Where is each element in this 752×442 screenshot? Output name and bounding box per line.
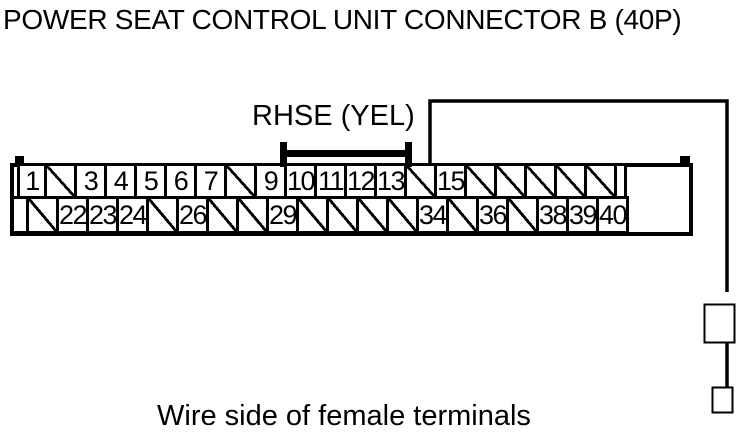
pin-cell-unused <box>494 166 524 196</box>
pin-cell-38: 38 <box>536 199 566 231</box>
pin-cell-23: 23 <box>86 199 116 231</box>
pin-cell-unused <box>554 166 584 196</box>
inline-connector-symbol-small <box>711 386 734 414</box>
pin-cell-34: 34 <box>416 199 446 231</box>
pin-cell-26: 26 <box>176 199 206 231</box>
pin-cell-6: 6 <box>164 166 194 196</box>
clip-bar-icon <box>282 150 412 157</box>
pin-cell-9: 9 <box>254 166 284 196</box>
pin-cell-unused <box>44 166 74 196</box>
pin-cell-4: 4 <box>104 166 134 196</box>
pin-cell-unused <box>446 199 476 231</box>
pin-cell-unused <box>326 199 356 231</box>
page-title: POWER SEAT CONTROL UNIT CONNECTOR B (40P… <box>3 4 682 35</box>
pin-cell-unused <box>404 166 434 196</box>
pin-cell-unused <box>506 199 536 231</box>
pin-cell-11: 11 <box>314 166 344 196</box>
connector-key-tab-left <box>15 156 24 167</box>
pin-cell-unused <box>236 199 266 231</box>
connector-key-tab-right <box>680 156 690 167</box>
pin-cell-39: 39 <box>566 199 596 231</box>
pin-cell-7: 7 <box>194 166 224 196</box>
connector-key-stub <box>14 199 26 231</box>
pin-cell-29: 29 <box>266 199 296 231</box>
inline-connector-symbol-large <box>703 303 736 344</box>
pin-cell-unused <box>356 199 386 231</box>
pin-cell-36: 36 <box>476 199 506 231</box>
pin-cell-unused <box>296 199 326 231</box>
connector-key-stub <box>614 166 624 196</box>
pin-cell-5: 5 <box>134 166 164 196</box>
pin-cell-unused <box>146 199 176 231</box>
pin-cell-unused <box>224 166 254 196</box>
pin-cell-10: 10 <box>284 166 314 196</box>
pin-cell-12: 12 <box>344 166 374 196</box>
pin-cell-13: 13 <box>374 166 404 196</box>
pin-cell-unused <box>386 199 416 231</box>
pin-cell-unused <box>464 166 494 196</box>
pin-cell-40: 40 <box>596 199 626 231</box>
pin-cell-15: 15 <box>434 166 464 196</box>
pin-cell-unused <box>524 166 554 196</box>
pin-cell-unused <box>206 199 236 231</box>
wire-label-rhse: RHSE (YEL) <box>252 100 415 132</box>
pin-cell-22: 22 <box>56 199 86 231</box>
pin-cell-unused <box>584 166 614 196</box>
pin-cell-3: 3 <box>74 166 104 196</box>
pin-cell-1: 1 <box>25 166 40 196</box>
caption-text: Wire side of female terminals <box>157 400 531 432</box>
pin-cell-24: 24 <box>116 199 146 231</box>
pin-cell-unused <box>26 199 56 231</box>
